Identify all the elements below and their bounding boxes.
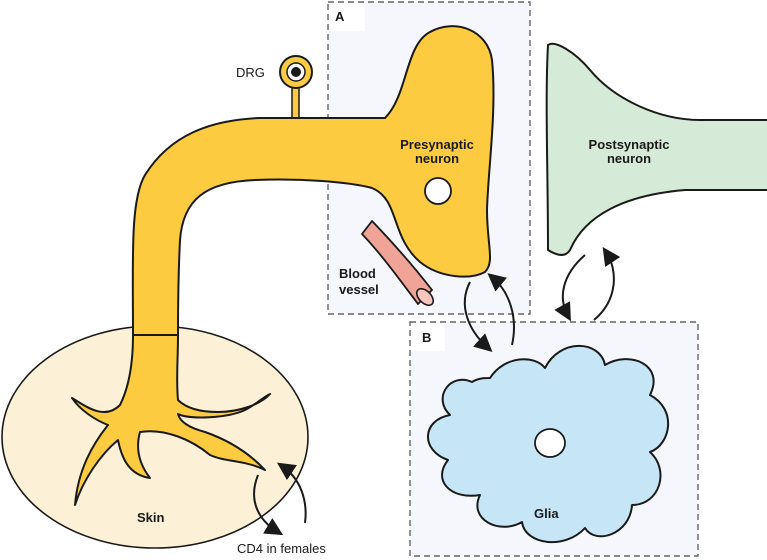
glia-label: Glia: [534, 506, 559, 521]
box-b-tab: [411, 323, 445, 351]
presynaptic-nucleus: [424, 177, 452, 205]
postsynaptic-label-line2: neuron: [607, 151, 651, 166]
skin-nerve-branches: [71, 334, 271, 506]
arrow-postsynaptic-to-glia: [554, 254, 586, 322]
blood-vessel-lumen: [415, 287, 435, 307]
cd4-label: CD4 in females: [237, 541, 326, 556]
box-b-letter: B: [422, 330, 431, 345]
postsynaptic-label-line1: Postsynaptic: [589, 137, 670, 152]
presynaptic-label-line2: neuron: [415, 151, 459, 166]
skin-label: Skin: [137, 510, 165, 525]
arrow-glia-to-presynaptic: [487, 273, 515, 346]
blood-vessel: [361, 220, 433, 305]
blood-vessel-label-line1: Blood: [339, 266, 376, 281]
arrow-presynaptic-to-glia: [463, 281, 493, 353]
blood-vessel-label-line2: vessel: [339, 282, 379, 297]
drg-label: DRG: [236, 65, 265, 80]
arrow-skin-to-cd4: [253, 474, 284, 536]
glia-nucleus: [534, 428, 566, 458]
box-a-letter: A: [335, 9, 345, 24]
presynaptic-label-line1: Presynaptic: [400, 137, 474, 152]
arrow-glia-to-postsynaptic: [593, 247, 621, 321]
drg-nucleus: [291, 67, 301, 77]
sensory-neuron-axon: [131, 25, 495, 336]
box-a-tab: [329, 3, 365, 31]
arrow-cd4-to-skin: [277, 462, 307, 524]
postsynaptic-neuron: [545, 42, 767, 256]
